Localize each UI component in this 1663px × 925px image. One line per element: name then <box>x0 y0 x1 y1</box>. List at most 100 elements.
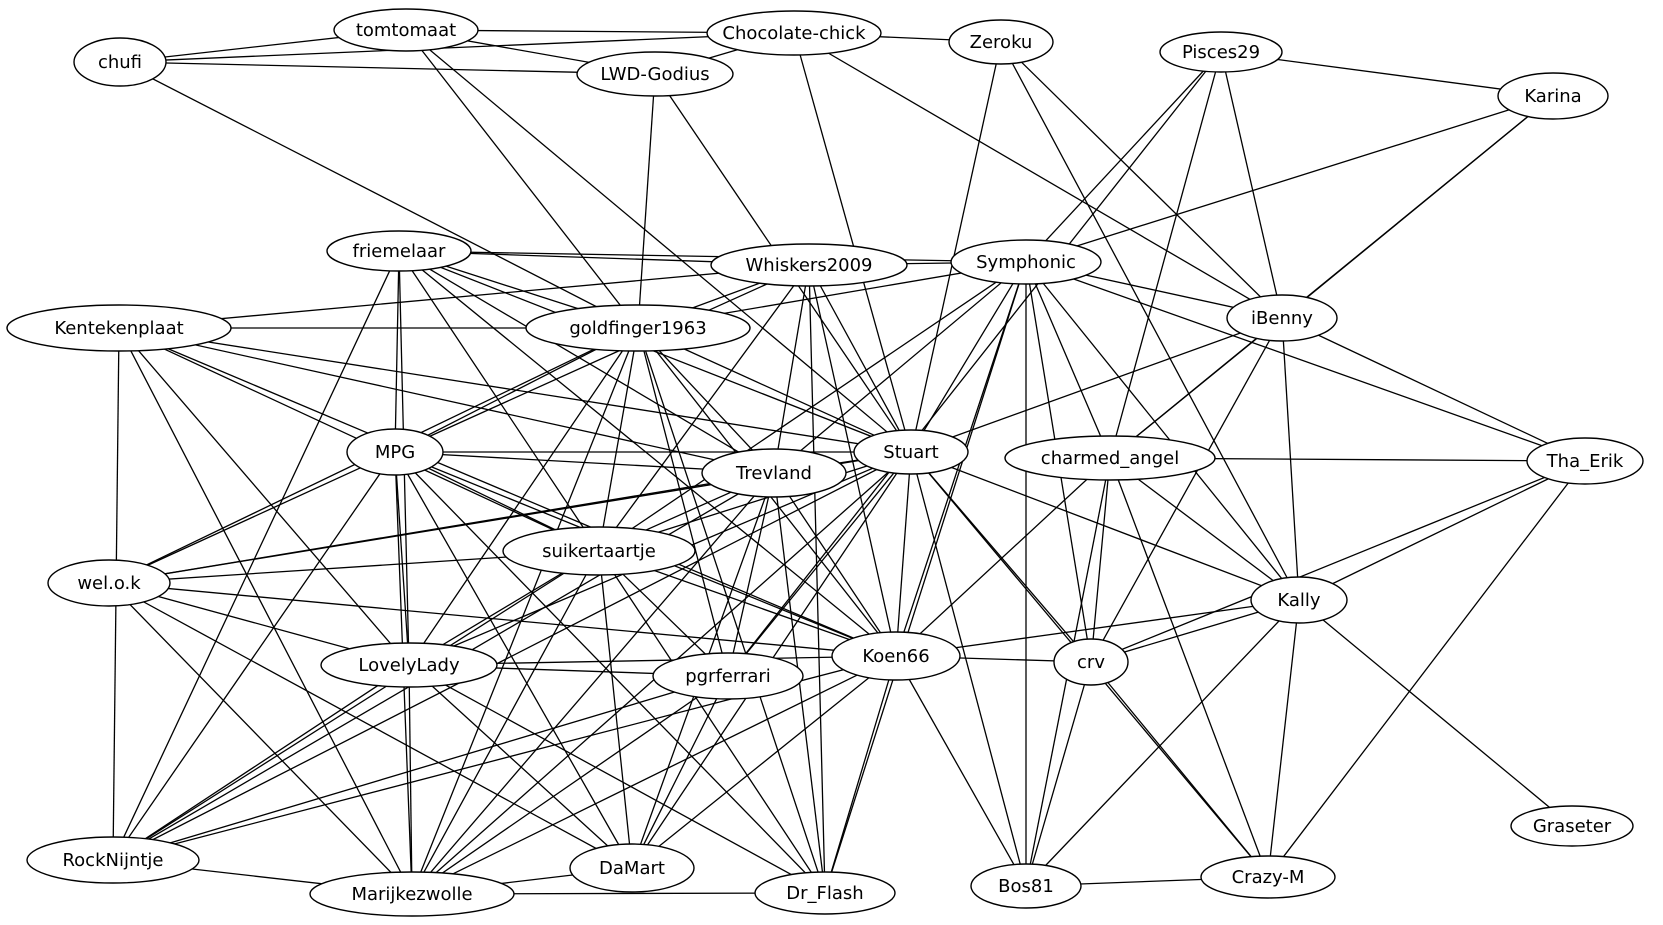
node-friemelaar[interactable]: friemelaar <box>326 230 472 272</box>
node-karina[interactable]: Karina <box>1497 72 1609 120</box>
node-ellipse[interactable] <box>26 836 200 884</box>
node-ellipse[interactable] <box>320 642 498 688</box>
node-symphonic[interactable]: Symphonic <box>950 239 1102 285</box>
node-label: chufi <box>98 52 142 73</box>
node-ellipse[interactable] <box>326 230 472 272</box>
edge-charmed_angel-kally <box>1109 457 1300 601</box>
edge-lwd-godius-goldfinger1963 <box>637 73 656 329</box>
node-ellipse[interactable] <box>502 526 696 576</box>
node-goldfinger1963[interactable]: goldfinger1963 <box>525 304 751 352</box>
node-dr_flash[interactable]: Dr_Flash <box>754 871 896 915</box>
node-crazy-m[interactable]: Crazy-M <box>1200 855 1336 899</box>
node-ellipse[interactable] <box>1226 294 1338 342</box>
edge-ibenny-crv <box>1090 317 1283 663</box>
edge-symphonic-stuart <box>910 261 1027 453</box>
node-damart[interactable]: DaMart <box>569 843 695 893</box>
node-label: Stuart <box>883 442 938 463</box>
edge-whiskers2009-stuart <box>808 264 912 453</box>
node-ellipse[interactable] <box>1053 638 1129 686</box>
node-label: iBenny <box>1251 308 1313 329</box>
node-graseter[interactable]: Graseter <box>1510 805 1634 847</box>
node-lovelylady[interactable]: LovelyLady <box>320 642 498 688</box>
edge-tha_erik-kally <box>1298 460 1586 601</box>
edge-goldfinger1963-marijkezwolle <box>411 327 639 895</box>
edge-tomtomaat-goldfinger1963 <box>405 29 639 329</box>
edge-chufi-goldfinger1963 <box>119 61 639 329</box>
node-tomtomaat[interactable]: tomtomaat <box>333 8 479 52</box>
edge-kally-koen66 <box>895 599 1300 657</box>
node-label: crv <box>1077 652 1105 673</box>
node-ellipse[interactable] <box>948 19 1054 65</box>
node-chocolate-chick[interactable]: Chocolate-chick <box>706 10 882 56</box>
node-lwd-godius[interactable]: LWD-Godius <box>576 51 734 97</box>
edge-pisces29-symphonic <box>1025 51 1222 263</box>
node-label: MPG <box>375 442 415 463</box>
edge-friemelaar-rocknijntje <box>112 250 400 861</box>
node-suikertaartje[interactable]: suikertaartje <box>502 526 696 576</box>
node-ellipse[interactable] <box>1526 437 1644 485</box>
node-marijkezwolle[interactable]: Marijkezwolle <box>309 871 515 917</box>
node-label: Bos81 <box>998 876 1054 897</box>
node-pisces29[interactable]: Pisces29 <box>1159 31 1283 73</box>
node-kentekenplaat[interactable]: Kentekenplaat <box>6 304 232 352</box>
node-bos81[interactable]: Bos81 <box>970 863 1082 909</box>
node-ibenny[interactable]: iBenny <box>1226 294 1338 342</box>
node-ellipse[interactable] <box>754 871 896 915</box>
node-stuart[interactable]: Stuart <box>853 429 969 475</box>
node-label: Marijkezwolle <box>351 884 472 905</box>
node-ellipse[interactable] <box>47 559 171 607</box>
node-crv[interactable]: crv <box>1053 638 1129 686</box>
edge-goldfinger1963-pgrferrari <box>637 327 729 677</box>
node-ellipse[interactable] <box>1497 72 1609 120</box>
edge-wel.o.k-marijkezwolle <box>108 582 413 895</box>
node-trevland[interactable]: Trevland <box>701 448 847 498</box>
node-tha_erik[interactable]: Tha_Erik <box>1526 437 1644 485</box>
node-ellipse[interactable] <box>576 51 734 97</box>
node-ellipse[interactable] <box>970 863 1082 909</box>
node-ellipse[interactable] <box>950 239 1102 285</box>
node-pgrferrari[interactable]: pgrferrari <box>652 652 804 700</box>
node-ellipse[interactable] <box>701 448 847 498</box>
node-label: Whiskers2009 <box>745 255 872 276</box>
edge-chufi-chocolate-chick <box>119 32 795 63</box>
node-ellipse[interactable] <box>309 871 515 917</box>
edge-chocolate-chick-ibenny <box>793 32 1283 319</box>
node-label: Karina <box>1524 86 1581 107</box>
edge-koen66-dr_flash <box>824 655 897 894</box>
node-ellipse[interactable] <box>652 652 804 700</box>
node-ellipse[interactable] <box>831 631 961 681</box>
node-mpg[interactable]: MPG <box>346 428 444 476</box>
node-ellipse[interactable] <box>710 243 908 287</box>
node-ellipse[interactable] <box>6 304 232 352</box>
node-ellipse[interactable] <box>1510 805 1634 847</box>
node-whiskers2009[interactable]: Whiskers2009 <box>710 243 908 287</box>
node-ellipse[interactable] <box>706 10 882 56</box>
node-kally[interactable]: Kally <box>1250 576 1348 624</box>
node-ellipse[interactable] <box>1159 31 1283 73</box>
edge-charmed_angel-crazy-m <box>1109 457 1269 878</box>
edge-kentekenplaat-marijkezwolle <box>118 327 413 895</box>
node-rocknijntje[interactable]: RockNijntje <box>26 836 200 884</box>
node-zeroku[interactable]: Zeroku <box>948 19 1054 65</box>
edge-zeroku-ibenny <box>1000 41 1283 319</box>
node-ellipse[interactable] <box>525 304 751 352</box>
node-ellipse[interactable] <box>333 8 479 52</box>
edge-chufi-lwd-godius <box>119 61 656 75</box>
node-charmed_angel[interactable]: charmed_angel <box>1004 435 1216 481</box>
node-ellipse[interactable] <box>569 843 695 893</box>
node-ellipse[interactable] <box>346 428 444 476</box>
node-koen66[interactable]: Koen66 <box>831 631 961 681</box>
node-ellipse[interactable] <box>1004 435 1216 481</box>
edge-trevland-koen66 <box>773 472 897 657</box>
node-label: Koen66 <box>862 646 929 667</box>
edge-friemelaar-koen66 <box>398 250 897 657</box>
edge-friemelaar-stuart <box>398 250 912 453</box>
node-ellipse[interactable] <box>1200 855 1336 899</box>
node-ellipse[interactable] <box>853 429 969 475</box>
node-ellipse[interactable] <box>1250 576 1348 624</box>
edge-friemelaar-trevland <box>398 250 775 474</box>
node-ellipse[interactable] <box>73 37 167 87</box>
node-chufi[interactable]: chufi <box>73 37 167 87</box>
node-wel.o.k[interactable]: wel.o.k <box>47 559 171 607</box>
